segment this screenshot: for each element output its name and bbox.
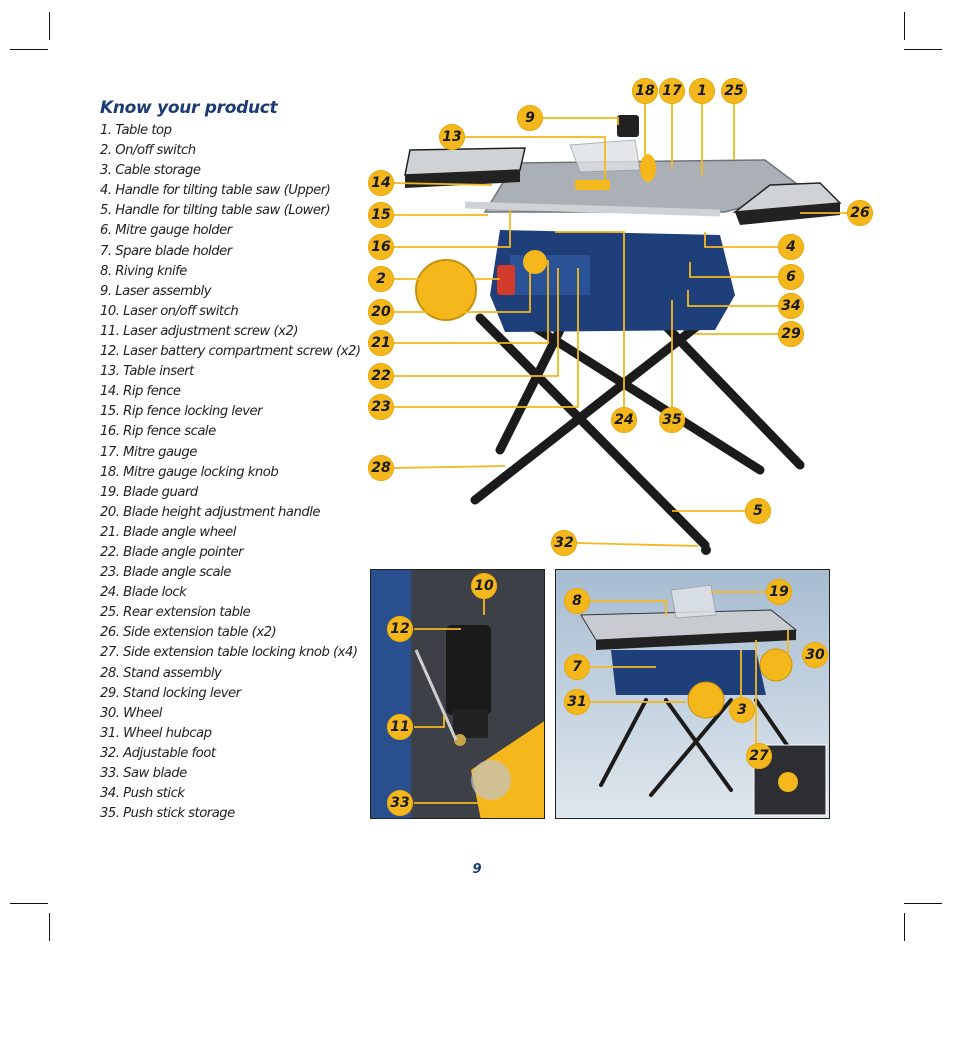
list-item: 31. Wheel hubcap (100, 725, 212, 741)
list-item: 32. Adjustable foot (100, 745, 216, 761)
laser-closeup-photo: 10 12 11 33 (370, 569, 545, 819)
saw-callout-lines (590, 591, 789, 745)
list-item: 22. Blade angle pointer (100, 544, 244, 560)
callout-8: 8 (564, 588, 590, 614)
callout-21: 21 (368, 330, 394, 356)
list-item: 2. On/off switch (100, 143, 196, 159)
list-item: 16. Rip fence scale (100, 424, 216, 440)
callout-30: 30 (802, 642, 828, 668)
list-item: 6. Mitre gauge holder (100, 223, 232, 239)
list-item: 26. Side extension table (x2) (100, 625, 277, 641)
callout-23: 23 (368, 394, 394, 420)
callout-15: 15 (368, 202, 394, 228)
callout-2: 2 (368, 266, 394, 292)
list-item: 3. Cable storage (100, 163, 201, 179)
callout-33: 33 (387, 790, 413, 816)
callout-6: 6 (778, 264, 804, 290)
list-item: 29. Stand locking lever (100, 685, 241, 701)
list-item: 15. Rip fence locking lever (100, 404, 263, 420)
callout-35: 35 (659, 407, 685, 433)
callout-25: 25 (721, 78, 747, 104)
list-item: 18. Mitre gauge locking knob (100, 464, 279, 480)
list-item: 23. Blade angle scale (100, 565, 231, 581)
crop-mark (49, 12, 50, 40)
list-item: 7. Spare blade holder (100, 243, 232, 259)
list-item: 34. Push stick (100, 786, 185, 802)
crop-mark (904, 903, 942, 904)
list-item: 30. Wheel (100, 705, 162, 721)
callout-3: 3 (729, 697, 755, 723)
callout-17: 17 (659, 78, 685, 104)
list-item: 9. Laser assembly (100, 283, 211, 299)
list-item: 24. Blade lock (100, 585, 187, 601)
list-item: 25. Rear extension table (100, 605, 251, 621)
list-item: 11. Laser adjustment screw (x2) (100, 323, 299, 339)
callout-11: 11 (387, 714, 413, 740)
crop-mark (904, 12, 905, 40)
list-item: 19. Blade guard (100, 484, 198, 500)
callout-1: 1 (689, 78, 715, 104)
crop-mark (49, 913, 50, 941)
list-item: 1. Table top (100, 123, 172, 138)
list-item: 35. Push stick storage (100, 806, 235, 822)
list-item: 33. Saw blade (100, 766, 187, 781)
page-number: 9 (472, 862, 482, 877)
crop-mark (904, 913, 905, 941)
callout-7: 7 (564, 654, 590, 680)
list-item: 5. Handle for tilting table saw (Lower) (100, 203, 331, 219)
callout-14: 14 (368, 170, 394, 196)
callout-26: 26 (847, 200, 873, 226)
callout-19: 19 (766, 579, 792, 605)
callout-27: 27 (746, 743, 772, 769)
callout-18: 18 (632, 78, 658, 104)
callout-13: 13 (439, 124, 465, 150)
callout-4: 4 (778, 234, 804, 260)
page-title: Know your product (100, 98, 278, 118)
parts-list: 1. Table top 2. On/off switch 3. Cable s… (100, 121, 361, 824)
callout-29: 29 (778, 321, 804, 347)
callout-34: 34 (778, 293, 804, 319)
callout-24: 24 (611, 407, 637, 433)
crop-mark (10, 49, 48, 50)
laser-closeup-drawing (371, 570, 544, 818)
crop-mark (10, 903, 48, 904)
list-item: 14. Rip fence (100, 384, 181, 400)
callout-31: 31 (564, 689, 590, 715)
callout-22: 22 (368, 363, 394, 389)
list-item: 12. Laser battery compartment screw (x2) (100, 344, 361, 360)
list-item: 10. Laser on/off switch (100, 303, 239, 319)
list-item: 8. Riving knife (100, 263, 187, 279)
list-item: 4. Handle for tilting table saw (Upper) (100, 183, 331, 199)
callout-32: 32 (551, 530, 577, 556)
saw-rear-photo: 8 19 7 30 31 3 27 (555, 569, 830, 819)
callout-28: 28 (368, 455, 394, 481)
list-item: 13. Table insert (100, 364, 194, 380)
callout-10: 10 (471, 573, 497, 599)
crop-mark (904, 49, 942, 50)
callout-20: 20 (368, 299, 394, 325)
callout-5: 5 (745, 498, 771, 524)
callout-16: 16 (368, 234, 394, 260)
callout-12: 12 (387, 616, 413, 642)
list-item: 27. Side extension table locking knob (x… (100, 645, 358, 661)
list-item: 20. Blade height adjustment handle (100, 504, 321, 520)
list-item: 28. Stand assembly (100, 665, 222, 681)
laser-callout-lines (414, 599, 485, 804)
list-item: 17. Mitre gauge (100, 444, 197, 460)
callout-9: 9 (517, 105, 543, 131)
list-item: 21. Blade angle wheel (100, 524, 236, 540)
